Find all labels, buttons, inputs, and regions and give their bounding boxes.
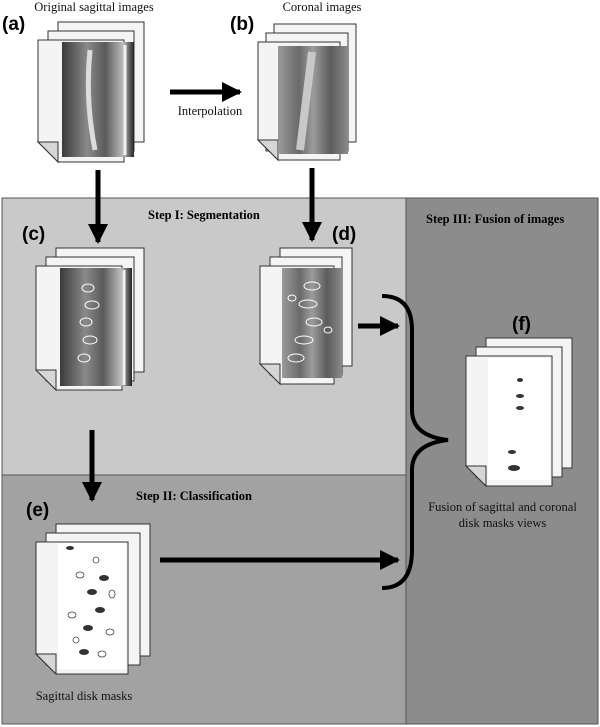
image-stack-f (464, 337, 573, 488)
image-stack-e (34, 523, 151, 676)
image-stack-d (258, 247, 353, 386)
label-b: (b) (230, 14, 255, 35)
caption-fusion-line2: disk masks views (458, 516, 547, 530)
caption-original-sagittal: Original sagittal images (34, 0, 154, 14)
step1-title: Step I: Segmentation (148, 208, 260, 222)
image-stack-c (34, 247, 145, 392)
label-d: (d) (332, 224, 357, 245)
caption-fusion-line1: Fusion of sagittal and coronal (428, 500, 577, 514)
image-stack-a (36, 21, 145, 164)
sagittal-mask-image (58, 543, 126, 669)
image-stack-b (256, 23, 357, 162)
label-f: (f) (512, 314, 531, 335)
step2-title: Step II: Classification (136, 489, 252, 503)
segmented-coronal-image (282, 268, 342, 378)
caption-interpolation: Interpolation (177, 104, 243, 118)
segmented-sagittal-image (60, 268, 132, 386)
label-c: (c) (22, 224, 46, 245)
label-e: (e) (26, 500, 50, 521)
caption-coronal: Coronal images (282, 0, 362, 14)
label-a: (a) (2, 14, 26, 35)
fusion-brace (381, 294, 449, 590)
fused-mask-image (488, 358, 550, 480)
caption-sagittal-masks: Sagittal disk masks (35, 689, 133, 703)
sagittal-mri-image (62, 42, 134, 157)
step3-title: Step III: Fusion of images (426, 212, 565, 226)
